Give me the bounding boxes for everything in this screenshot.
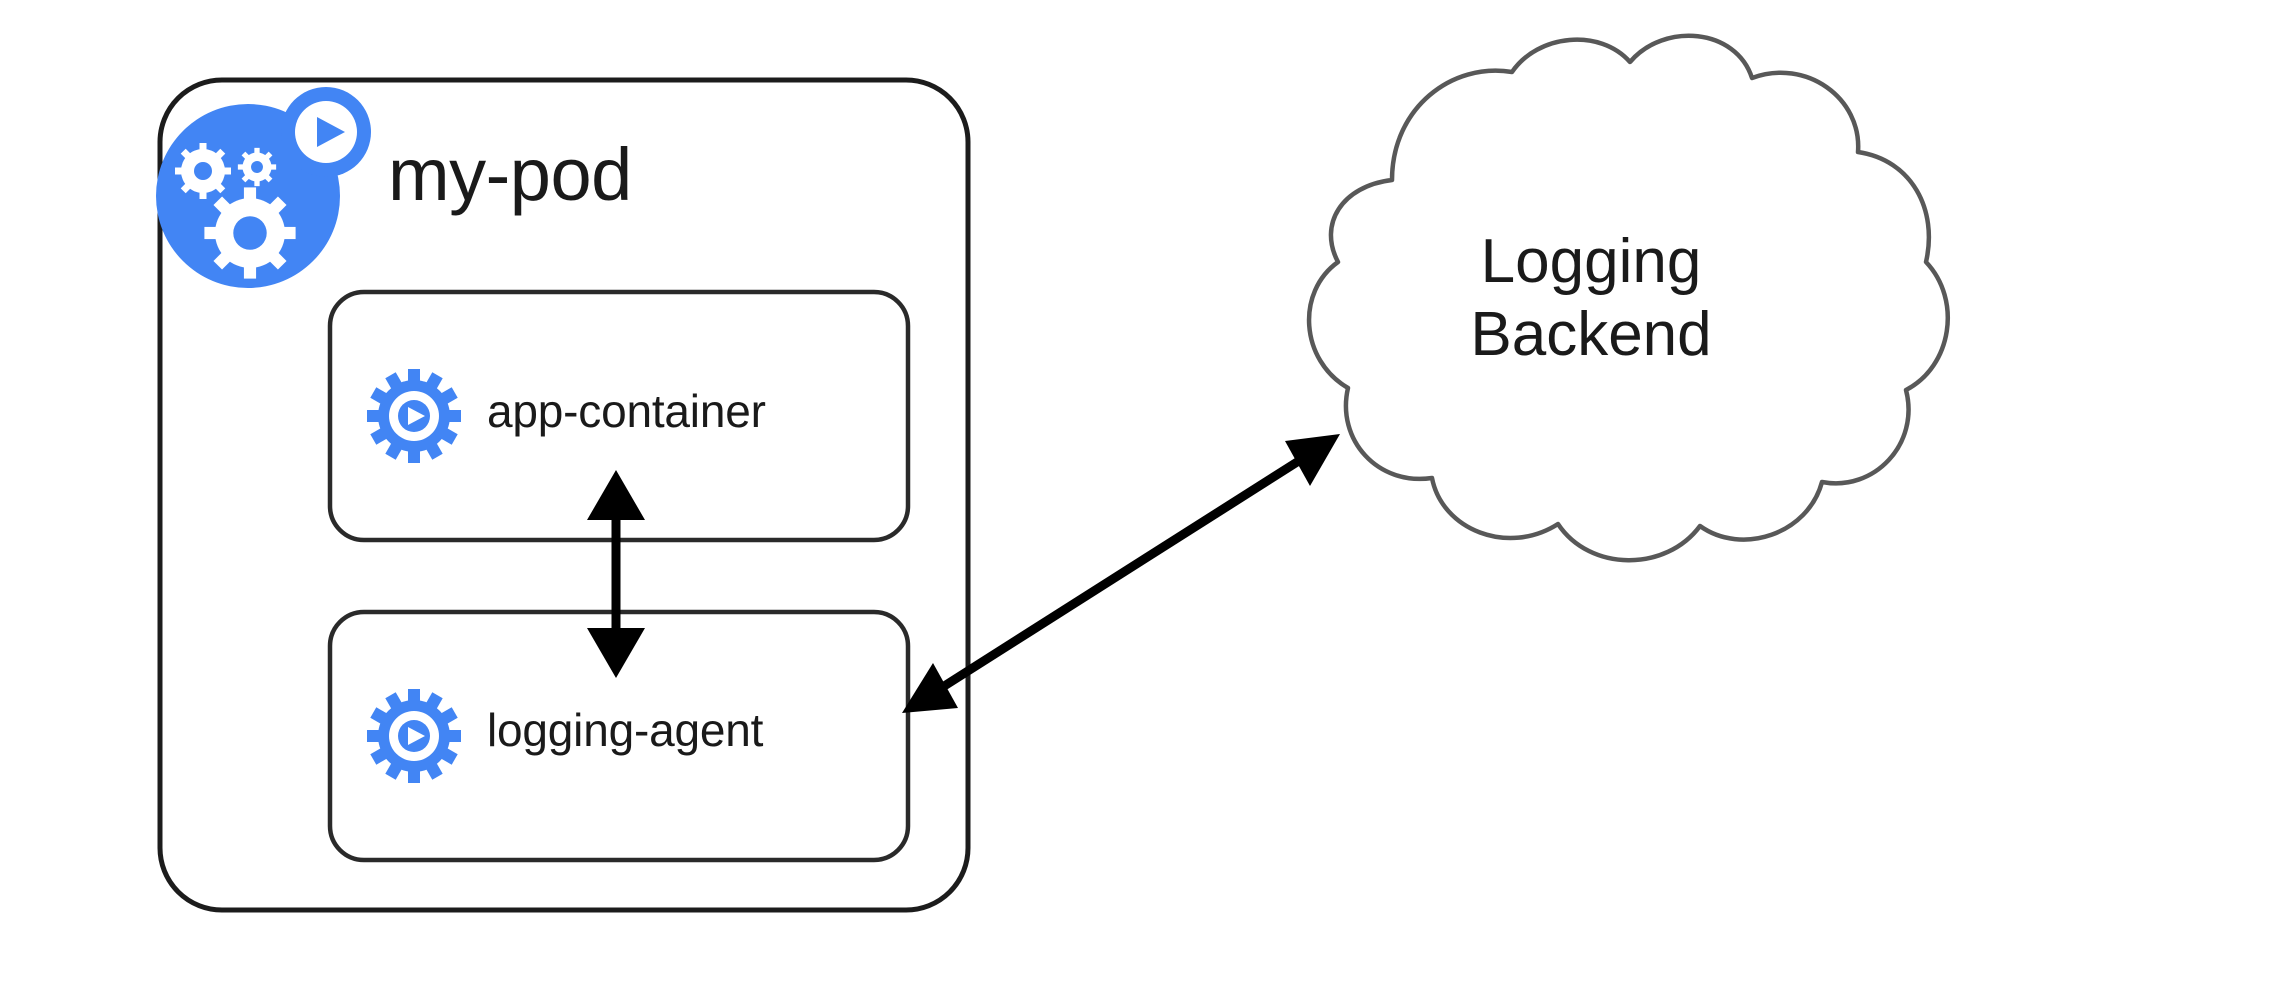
kubernetes-pod-icon	[156, 87, 371, 288]
cloud-title-line-2: Backend	[1470, 300, 1712, 370]
logging-agent-label: logging-agent	[487, 704, 764, 756]
cloud-shape[interactable]	[1306, 33, 1950, 563]
app-container-label: app-container	[487, 385, 766, 437]
agent-to-backend-arrow	[902, 434, 1340, 713]
container-gear-play-icon-app	[367, 369, 461, 463]
container-gear-play-icon-agent	[367, 689, 461, 783]
cloud-title: Logging Backend	[1431, 225, 1751, 371]
pod-title: my-pod	[388, 133, 632, 216]
cloud-title-line-1: Logging	[1480, 227, 1702, 296]
app-to-agent-arrow	[587, 470, 645, 678]
